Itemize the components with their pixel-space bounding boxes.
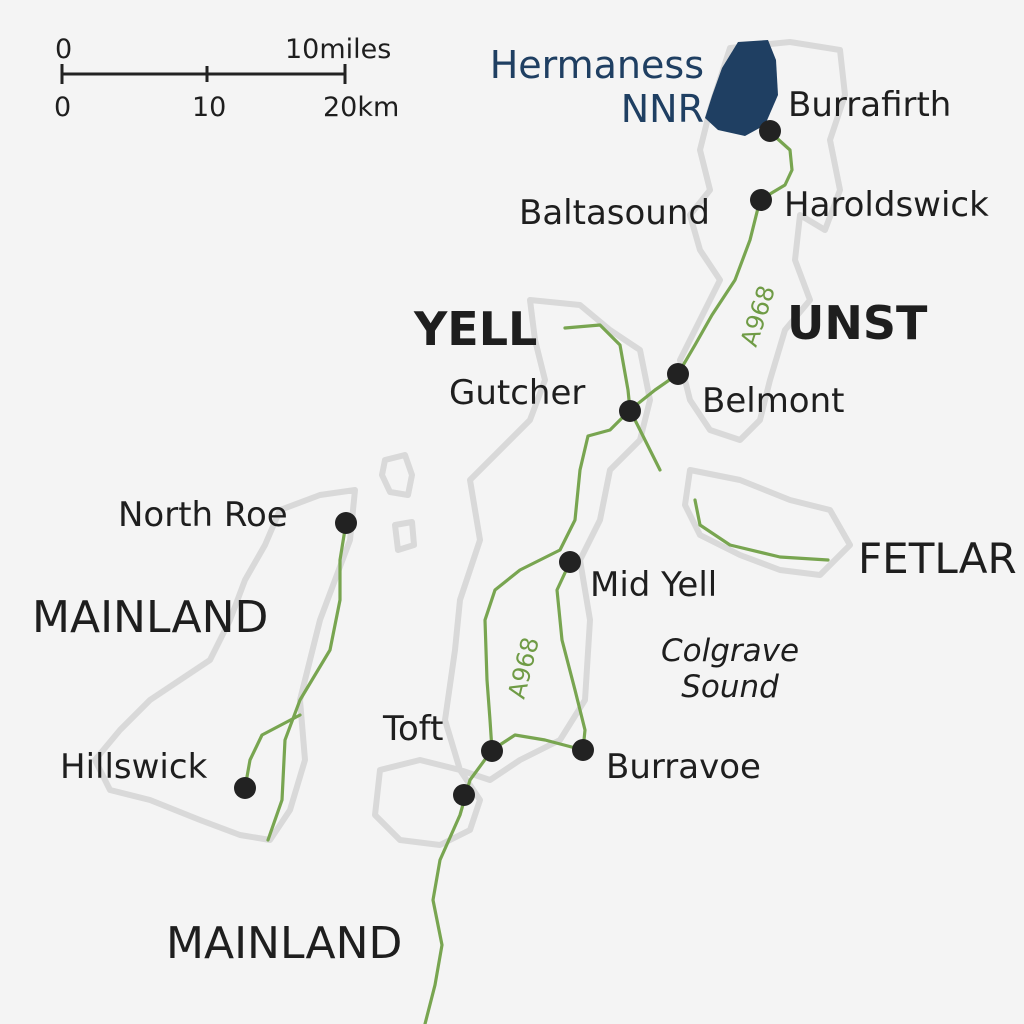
road-yell-north-spur	[563, 323, 632, 412]
place-label-mid-yell: Mid Yell	[590, 565, 718, 605]
north-roe-marker[interactable]	[335, 512, 357, 534]
mainland-south-coastline	[372, 757, 483, 848]
burravoe-marker[interactable]	[572, 739, 594, 761]
hermaness-label: Hermaness NNR	[478, 43, 704, 131]
sea-label-colgrave-sound: Colgrave Sound	[640, 633, 820, 705]
place-label-toft: Toft	[383, 709, 444, 749]
place-label-belmont: Belmont	[702, 381, 845, 421]
hermaness-label-line1: Hermaness	[489, 43, 704, 87]
place-label-burrafirth: Burrafirth	[788, 85, 952, 125]
hermaness-label-line2: NNR	[620, 86, 704, 131]
belmont-marker[interactable]	[667, 363, 689, 385]
place-label-gutcher: Gutcher	[449, 373, 586, 413]
scale-km-zero: 0	[54, 92, 72, 123]
hillswick-marker[interactable]	[234, 777, 256, 799]
town-markers	[234, 120, 781, 806]
toft-marker[interactable]	[481, 740, 503, 762]
islet-1	[379, 452, 415, 498]
fetlar-coastline	[682, 467, 853, 578]
hermaness-reserve-area[interactable]	[705, 40, 778, 136]
coastlines	[92, 39, 853, 848]
island-label-yell: YELL	[414, 302, 538, 356]
islet-2	[392, 519, 417, 553]
scale-km-max: 20km	[323, 92, 400, 123]
sea-label-line1: Colgrave	[660, 633, 800, 669]
road-north-roe	[266, 521, 348, 842]
road-midyell-burravoe	[555, 560, 587, 752]
gutcher-marker[interactable]	[619, 400, 641, 422]
road-fetlar	[693, 498, 830, 562]
mainland-west-coastline	[92, 487, 358, 843]
yell-coastline	[442, 297, 653, 783]
burrafirth-marker[interactable]	[759, 120, 781, 142]
unst-coastline	[677, 39, 848, 443]
place-label-north-roe: North Roe	[118, 495, 288, 535]
road-yell-main	[483, 408, 632, 752]
island-label-mainland-west: MAINLAND	[32, 592, 269, 643]
island-label-fetlar: FETLAR	[858, 534, 1017, 583]
roads	[243, 130, 830, 1024]
island-label-unst: UNST	[787, 296, 928, 350]
place-label-hillswick: Hillswick	[60, 747, 208, 787]
scale-miles-zero: 0	[55, 34, 73, 65]
mainland-south-marker[interactable]	[453, 784, 475, 806]
place-label-baltasound: Baltasound	[519, 193, 710, 233]
road-toft-burravoe	[490, 733, 585, 752]
scale-km-mid: 10	[192, 92, 227, 123]
place-label-haroldswick: Haroldswick	[784, 185, 989, 225]
haroldswick-marker[interactable]	[750, 189, 772, 211]
road-label-unst: A968	[735, 282, 781, 350]
sea-label-line2: Sound	[681, 668, 779, 705]
island-label-mainland-south: MAINLAND	[166, 918, 403, 969]
mid-yell-marker[interactable]	[559, 551, 581, 573]
road-hillswick-spur	[243, 713, 302, 790]
place-label-burravoe: Burravoe	[606, 747, 761, 787]
scale-miles-max: 10miles	[285, 34, 392, 65]
road-label-yell: A968	[503, 634, 545, 701]
scale-bar	[60, 64, 347, 84]
